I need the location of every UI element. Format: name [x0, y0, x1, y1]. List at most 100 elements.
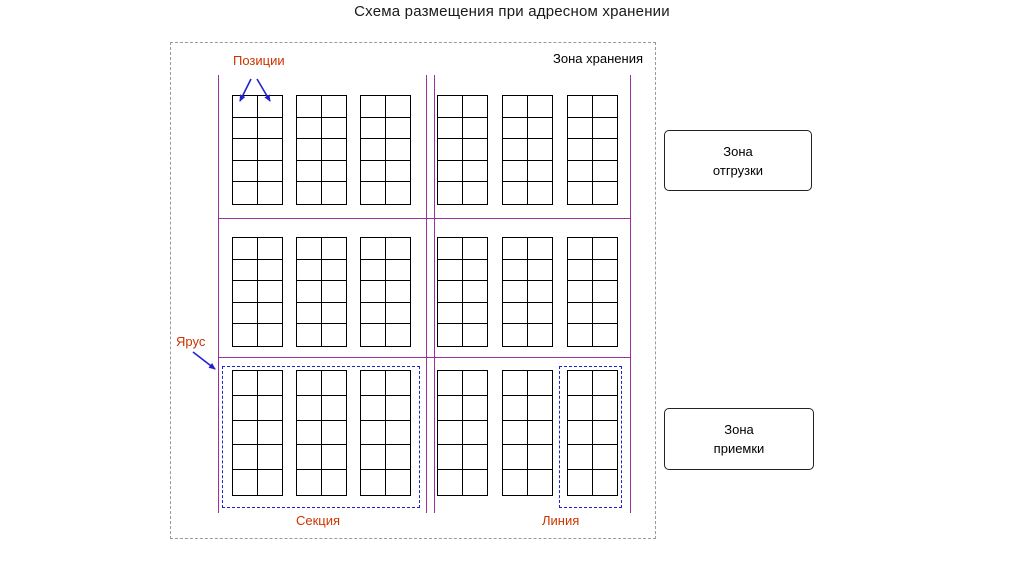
- storage-cell: [528, 470, 553, 495]
- storage-zone-label: Зона хранения: [553, 51, 643, 66]
- section-label: Секция: [296, 513, 341, 528]
- storage-cell: [438, 445, 463, 471]
- storage-cell: [568, 182, 593, 204]
- storage-cell: [233, 324, 258, 346]
- storage-cell: [297, 139, 322, 161]
- storage-cell: [361, 420, 386, 446]
- storage-cell: [527, 281, 552, 303]
- storage-cell: [527, 96, 552, 118]
- storage-cell: [297, 302, 322, 325]
- storage-cell: [463, 182, 488, 204]
- rack-grid: [502, 95, 553, 205]
- rack-grid: [232, 370, 283, 496]
- rack-grid: [437, 95, 488, 205]
- storage-cell: [386, 324, 411, 346]
- storage-cell: [361, 238, 386, 260]
- storage-cell: [527, 260, 552, 282]
- storage-cell: [321, 281, 346, 303]
- storage-cell: [592, 238, 617, 260]
- storage-cell: [257, 161, 282, 183]
- storage-cell: [503, 281, 528, 303]
- rack-line-vertical-aisle-right: [434, 75, 435, 513]
- storage-cell: [297, 395, 322, 421]
- storage-cell: [593, 324, 618, 346]
- storage-cell: [297, 371, 322, 396]
- storage-cell: [462, 118, 487, 140]
- rack-grid: [232, 237, 283, 347]
- line-highlight-box: [559, 366, 622, 508]
- storage-cell: [385, 238, 410, 260]
- storage-cell: [321, 371, 346, 396]
- storage-cell: [568, 302, 593, 325]
- storage-cell: [438, 238, 463, 260]
- storage-cell: [297, 160, 322, 183]
- storage-cell: [233, 371, 258, 396]
- storage-cell: [297, 445, 322, 471]
- storage-cell: [233, 139, 258, 161]
- storage-cell: [527, 445, 552, 471]
- storage-cell: [297, 182, 322, 204]
- storage-cell: [258, 324, 283, 346]
- rack-grid: [502, 370, 553, 496]
- storage-cell: [462, 96, 487, 118]
- shipping-zone-label-line2: отгрузки: [712, 162, 764, 178]
- storage-cell: [233, 470, 258, 495]
- storage-cell: [438, 182, 463, 204]
- storage-cell: [257, 139, 282, 161]
- storage-cell: [592, 139, 617, 161]
- storage-cell: [257, 281, 282, 303]
- storage-cell: [568, 445, 593, 471]
- storage-cell: [361, 302, 386, 325]
- rack-grid: [502, 237, 553, 347]
- storage-cell: [568, 324, 593, 346]
- storage-cell: [527, 396, 552, 421]
- storage-zone-outline: Зона хранения: [170, 42, 656, 539]
- storage-cell: [593, 182, 618, 204]
- storage-cell: [321, 260, 346, 282]
- storage-cell: [438, 117, 463, 140]
- storage-cell: [233, 160, 258, 183]
- storage-cell: [258, 182, 283, 204]
- storage-cell: [386, 182, 411, 204]
- storage-cell: [385, 371, 410, 396]
- storage-cell: [462, 303, 487, 325]
- storage-cell: [592, 396, 617, 421]
- storage-cell: [592, 281, 617, 303]
- storage-cell: [321, 421, 346, 446]
- storage-cell: [568, 139, 593, 161]
- storage-cell: [438, 395, 463, 421]
- shipping-zone-box: Зона отгрузки: [664, 130, 812, 191]
- storage-cell: [257, 260, 282, 282]
- receiving-zone-label-line2: приемки: [713, 441, 765, 456]
- storage-cell: [297, 324, 322, 346]
- storage-cell: [503, 395, 528, 421]
- rack-grid: [296, 95, 347, 205]
- rack-line-vertical-right: [630, 75, 631, 513]
- storage-cell: [233, 117, 258, 140]
- storage-cell: [438, 139, 463, 161]
- storage-cell: [297, 470, 322, 495]
- rack-grid: [296, 237, 347, 347]
- rack-grid: [360, 370, 411, 496]
- tier-divider-line-top: [218, 218, 630, 219]
- storage-cell: [361, 395, 386, 421]
- line-label: Линия: [542, 513, 580, 528]
- storage-cell: [233, 259, 258, 282]
- storage-cell: [503, 139, 528, 161]
- rack-grid: [567, 95, 618, 205]
- section-highlight-box: [222, 366, 420, 508]
- storage-cell: [361, 281, 386, 303]
- storage-cell: [385, 96, 410, 118]
- storage-cell: [297, 259, 322, 282]
- storage-cell: [385, 139, 410, 161]
- storage-cell: [568, 96, 593, 118]
- storage-cell: [568, 470, 593, 495]
- storage-cell: [322, 324, 347, 346]
- storage-cell: [527, 118, 552, 140]
- storage-cell: [592, 371, 617, 396]
- storage-cell: [321, 445, 346, 471]
- storage-cell: [462, 421, 487, 446]
- shipping-zone-label-line1: Зона: [723, 143, 753, 159]
- storage-cell: [233, 96, 258, 118]
